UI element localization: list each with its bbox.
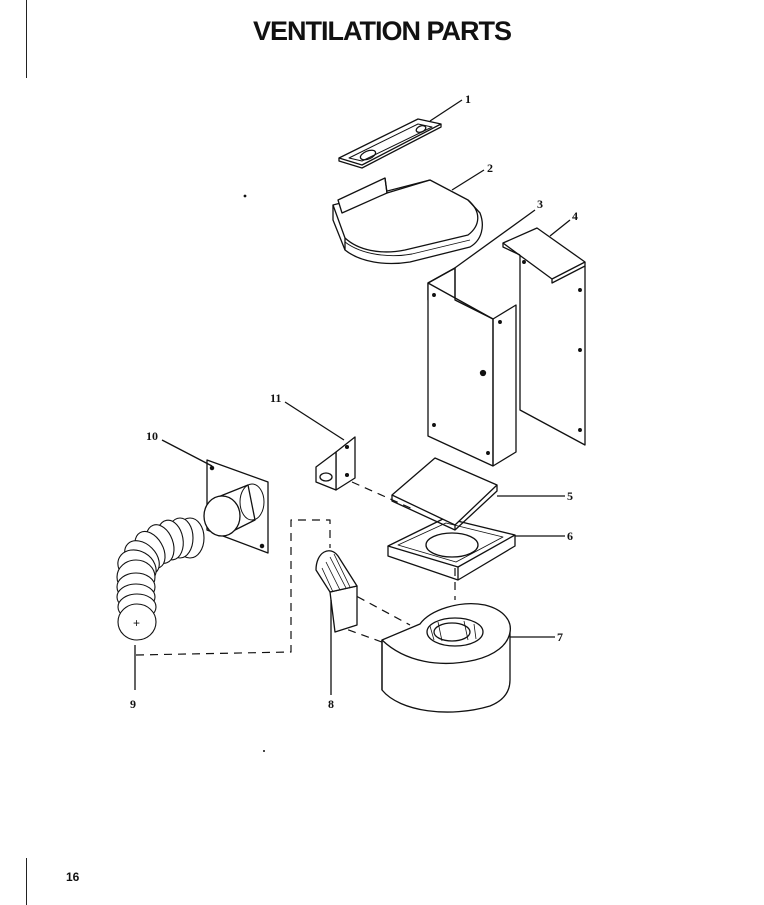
wall-cap-adapter-icon	[203, 459, 269, 554]
right-duct-panel-icon	[502, 227, 586, 446]
callout-number: 9	[130, 697, 136, 711]
damper-plate-icon	[391, 457, 498, 531]
callout-number: 3	[537, 197, 543, 211]
callout-9: 9	[130, 645, 136, 711]
filter-plate-icon	[338, 118, 442, 169]
scan-speck	[263, 750, 265, 752]
callout-number: 4	[572, 209, 578, 223]
callout-number: 8	[328, 697, 334, 711]
callout-number: 7	[557, 630, 563, 644]
callout-5: 5	[497, 489, 573, 503]
callout-6: 6	[515, 529, 573, 543]
callout-11: 11	[270, 391, 345, 441]
callout-number: 2	[487, 161, 493, 175]
callout-number: 1	[465, 92, 471, 106]
callout-7: 7	[510, 630, 563, 644]
page-title: VENTILATION PARTS	[253, 16, 512, 46]
top-duct-icon	[332, 177, 483, 265]
callout-8: 8	[328, 600, 334, 711]
callout-number: 11	[270, 391, 281, 405]
callout-3: 3	[451, 197, 543, 271]
mounting-bracket-icon	[315, 436, 356, 491]
blower-mount-plate-icon	[387, 517, 516, 581]
left-duct-panel-icon	[427, 267, 517, 467]
page-edge-mark-bottom	[26, 858, 27, 905]
page-number: 16	[66, 870, 80, 884]
scan-speck	[243, 194, 247, 198]
svg-text:+: +	[133, 616, 140, 630]
callout-number: 6	[567, 529, 573, 543]
flex-hose-icon: +	[116, 517, 205, 641]
callout-2: 2	[451, 161, 493, 191]
transition-duct-icon	[315, 550, 358, 633]
page-edge-mark-top	[26, 0, 27, 78]
assembly-guide-lines	[135, 481, 456, 656]
blower-housing-icon	[381, 603, 511, 713]
callout-number: 10	[146, 429, 158, 443]
callout-4: 4	[549, 209, 578, 237]
callout-number: 5	[567, 489, 573, 503]
callout-1: 1	[429, 92, 471, 122]
callout-10: 10	[146, 429, 213, 467]
